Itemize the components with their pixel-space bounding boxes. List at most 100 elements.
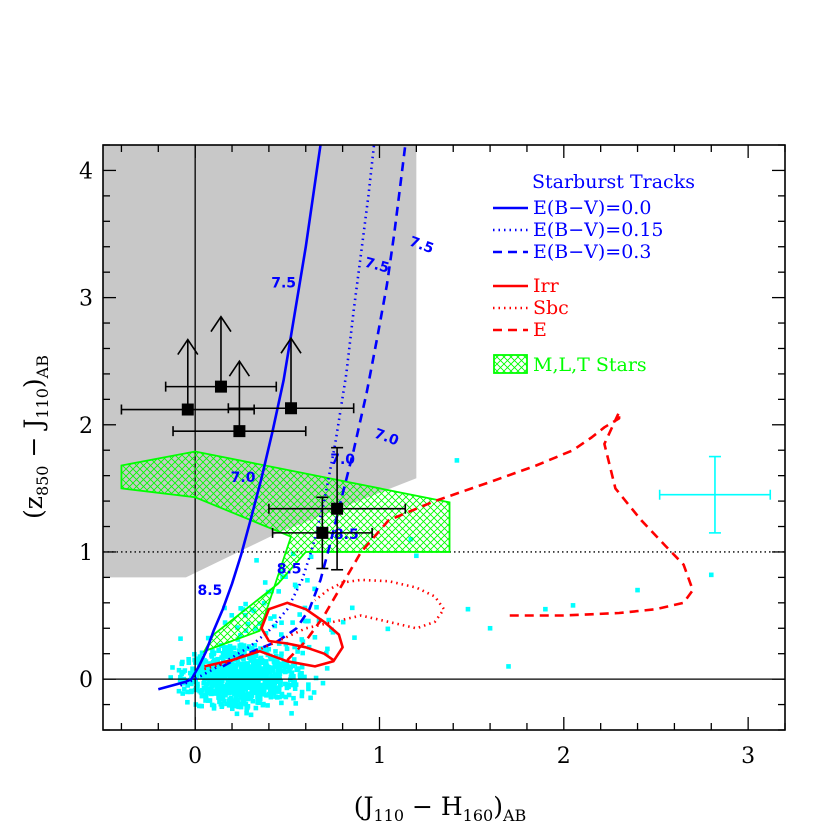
y-tick-label: 3 [79,287,93,312]
field-point [229,664,235,670]
field-point [196,658,201,664]
field-point [290,663,296,669]
candidate [164,315,278,393]
candidate-arrow-head [210,315,232,333]
field-point [238,702,244,708]
legend-label-irr: Irr [533,275,560,297]
field-point [235,669,241,675]
field-point [185,683,190,688]
legend-label-ebv-03: E(B−V)=0.3 [533,241,651,263]
field-point [254,671,260,677]
field-point [269,673,274,679]
field-point [279,620,284,626]
field-point [212,658,217,664]
field-point [297,672,303,677]
field-point [286,684,291,690]
field-point [385,626,391,632]
candidate-arrow-head [228,359,251,377]
field-point [289,711,294,716]
field-point [487,625,493,631]
field-point [265,703,270,708]
field-point [283,694,289,700]
field-point [235,704,241,709]
y-axis-label-main: (z [19,496,48,519]
field-point [221,672,226,678]
field-point [209,666,214,671]
field-point [266,646,272,652]
field-point [454,458,460,463]
field-point [276,669,281,675]
field-point [288,664,293,670]
field-point [302,674,307,680]
field-point [279,700,284,706]
y-axis-label-sub1: 850 [33,466,52,497]
field-point [293,682,299,687]
field-point [273,675,278,680]
field-point [266,680,271,686]
field-point [414,553,419,559]
field-point [274,664,279,669]
field-point [276,589,281,594]
field-point [258,646,263,651]
field-point [238,642,244,648]
field-point [272,672,277,677]
field-point [244,710,249,716]
field-point [246,655,252,660]
field-point [283,574,288,579]
field-point [241,647,247,653]
field-point [240,666,245,671]
field-point [261,646,267,651]
x-axis-label-sub3: AB [502,806,526,825]
candidate-marker [285,402,298,415]
field-point [340,619,346,625]
field-point [257,693,262,699]
field-point [190,666,195,672]
field-point [207,698,213,703]
field-point [268,616,273,621]
field-point [311,690,317,695]
track-galaxy [204,578,446,671]
field-point [300,650,305,656]
field-point [225,678,231,683]
field-point [186,660,192,666]
field-point [220,643,225,648]
field-point [252,674,257,680]
field-point [465,606,471,612]
field-point [263,659,269,664]
candidate-arrow-head [280,336,302,354]
field-point [248,712,254,718]
field-point [186,656,191,662]
field-point [210,674,216,680]
field-point [214,663,220,668]
field-point [308,554,314,560]
field-point [262,670,267,676]
x-tick-label: 3 [741,744,755,769]
candidate [271,496,373,570]
field-point [211,706,217,711]
field-point [230,680,235,685]
field-point [233,682,239,687]
field-point [231,650,237,656]
field-point [209,691,214,697]
legend-starburst-title: Starburst Tracks [532,171,695,193]
track-galaxy [204,601,344,668]
field-point [247,668,253,674]
field-point [272,623,278,629]
field-point [177,677,183,683]
typical-error-bar [658,455,772,534]
field-point [543,606,548,612]
field-point [299,693,305,699]
field-point [249,693,255,698]
field-point [182,668,188,673]
field-point [209,702,215,708]
candidate [172,359,307,438]
field-point [228,656,233,661]
field-point [178,674,183,680]
field-point [272,686,278,691]
field-point [236,689,241,694]
field-point [224,701,229,707]
field-point [219,704,225,710]
age-label: 7.5 [407,234,436,258]
